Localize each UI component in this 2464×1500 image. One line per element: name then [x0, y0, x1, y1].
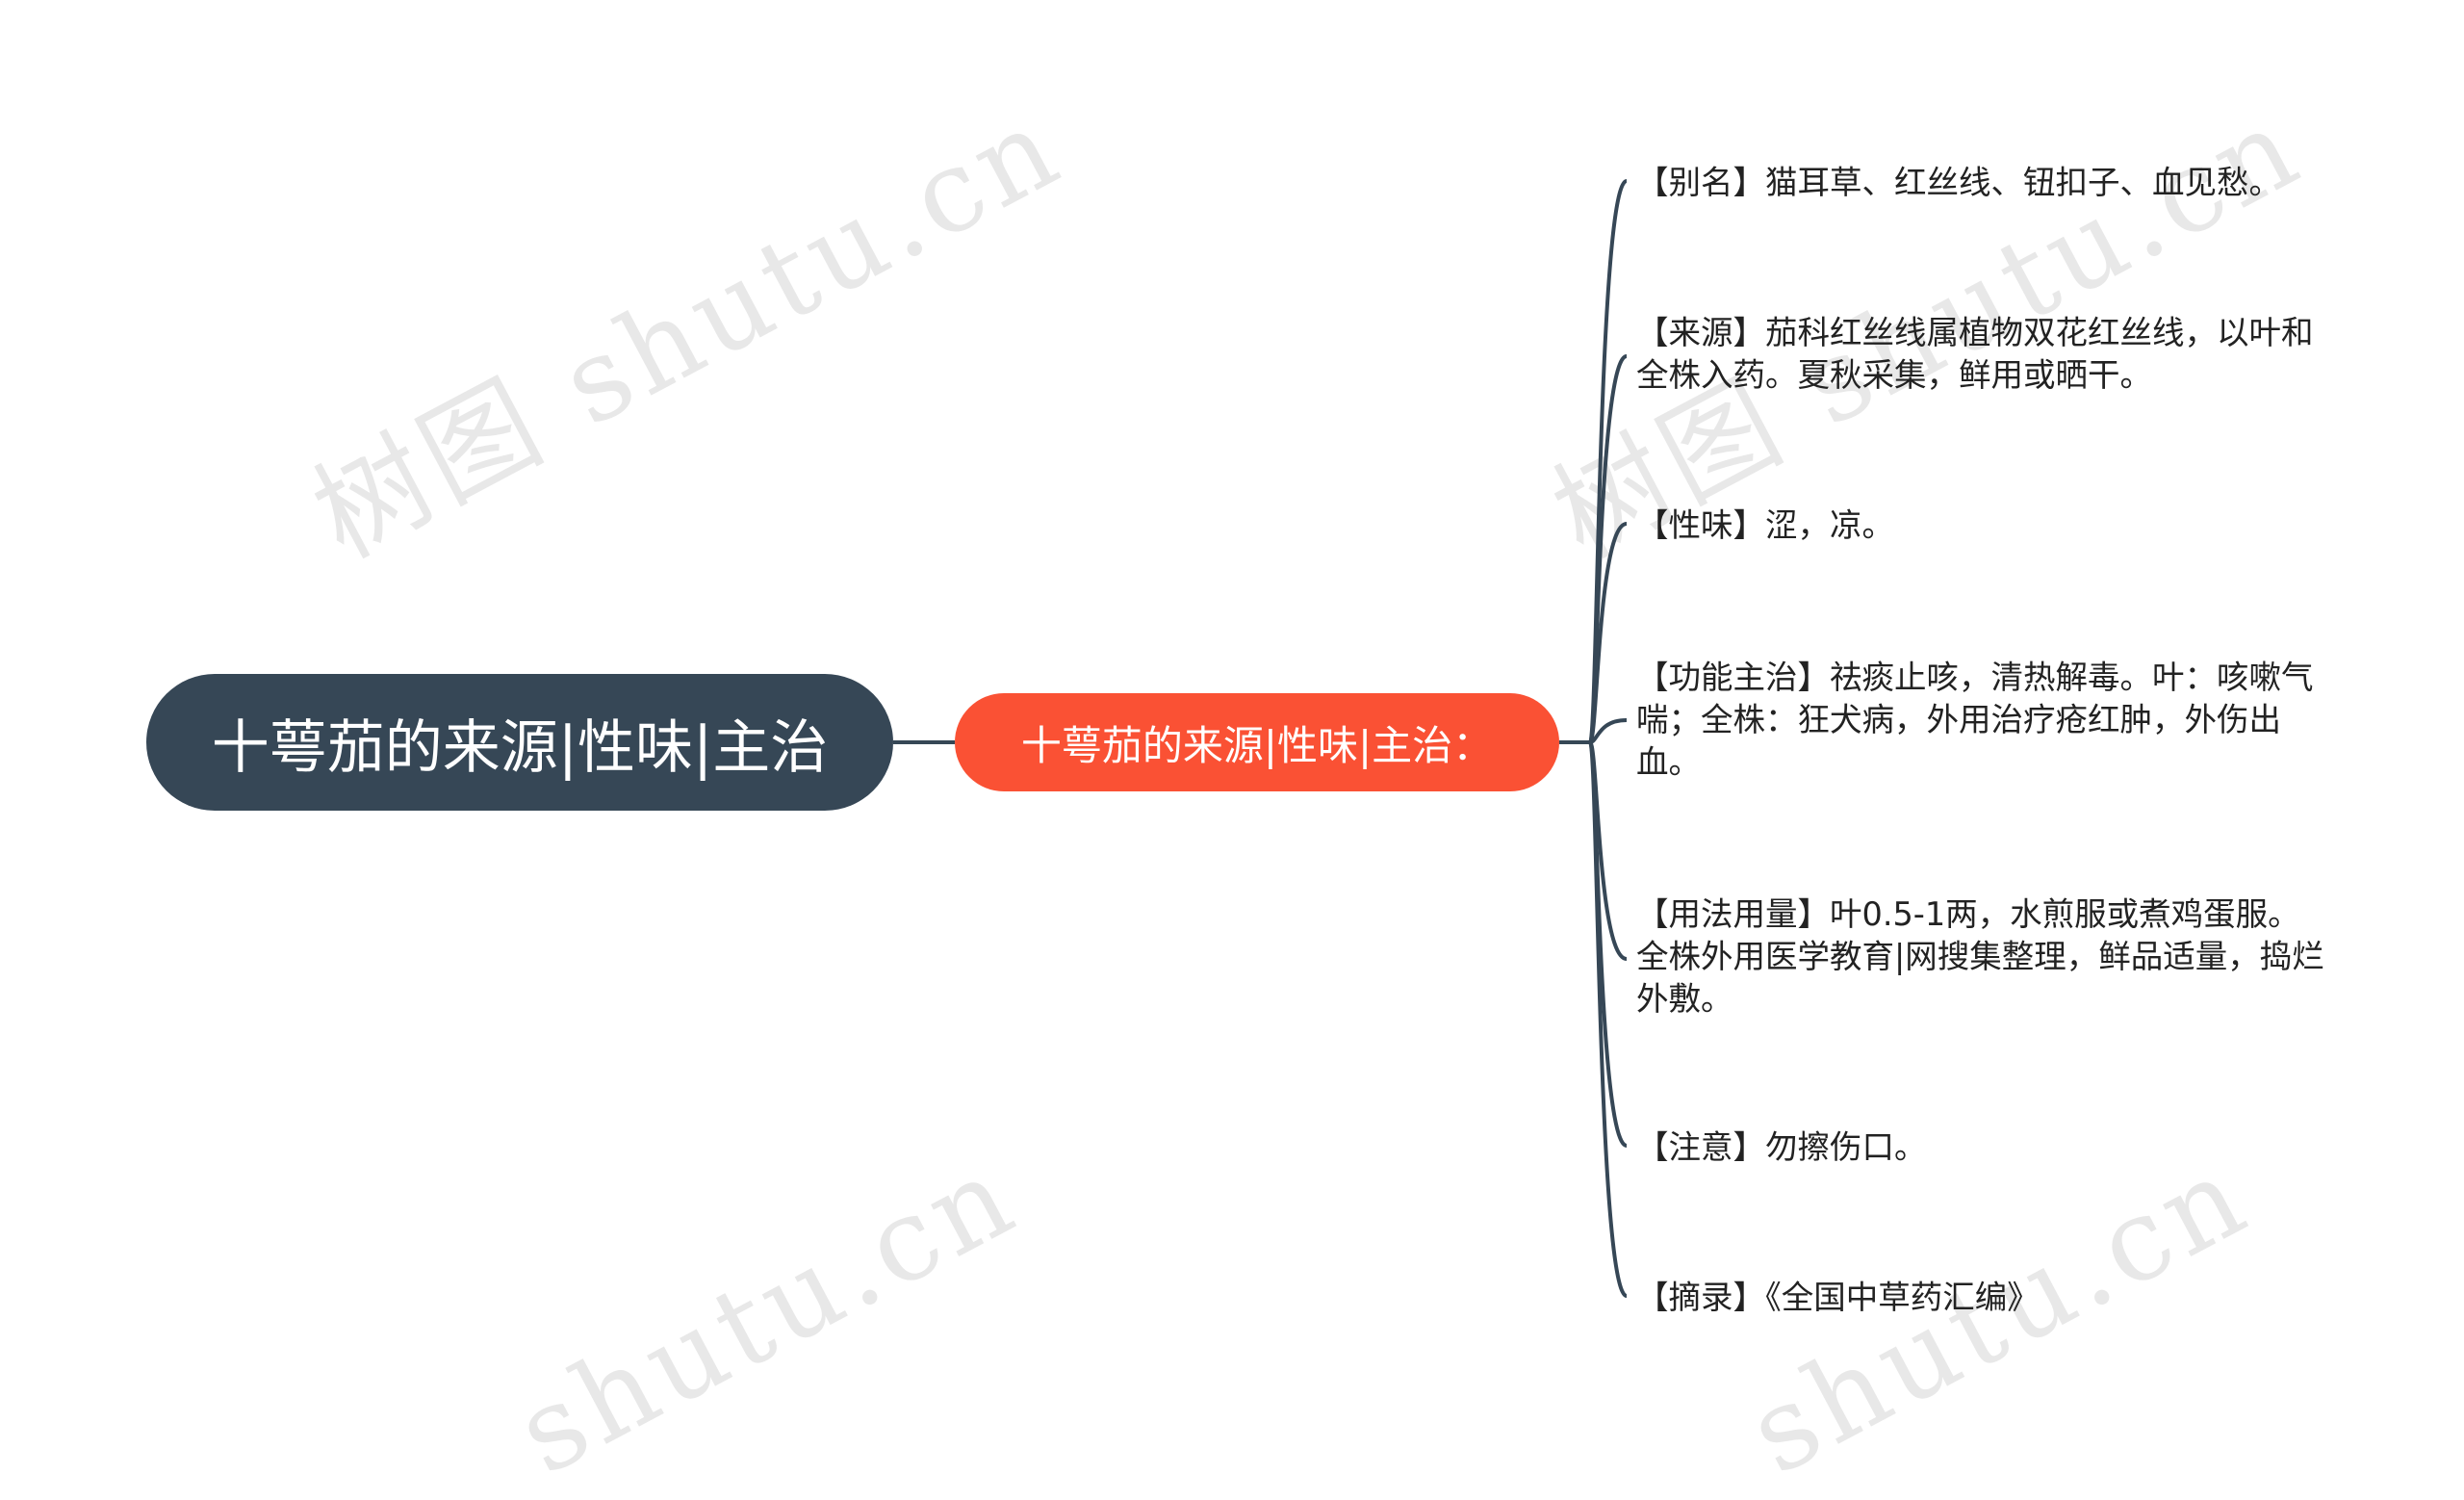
leaf-connector-2 [1588, 522, 1628, 744]
leaf-topic-source[interactable]: 【来源】茄科红丝线属植物双花红丝线，以叶和全株入药。夏秋采集，鲜用或晒干。 [1636, 314, 2314, 394]
leaf-topic-caution[interactable]: 【注意】勿擦伤口。 [1636, 1128, 1927, 1166]
root-topic-label: 十萼茄的来源|性味|主治 [211, 713, 829, 782]
branch-topic[interactable]: 十萼茄的来源|性味|主治： [955, 693, 1559, 791]
leaf-topic-usage[interactable]: 【用法用量】叶0.5-1两，水煎服或煮鸡蛋服。全株外用医学教育|网搜集整理，鲜品… [1636, 895, 2324, 1018]
leaf-connector-6 [1588, 740, 1629, 1298]
leaf-topic-alias[interactable]: 【别名】猫耳草、红丝线、钮扣子、血见愁。 [1636, 164, 2281, 201]
leaf-connectors [1588, 179, 1629, 1298]
root-topic[interactable]: 十萼茄的来源|性味|主治 [146, 674, 893, 811]
leaf-topic-function[interactable]: 【功能主治】祛痰止咳，清热解毒。叶：咳嗽气喘；全株：狂犬病，外用治疗疮红肿，外伤… [1636, 659, 2314, 781]
leaf-topic-nature[interactable]: 【性味】涩，凉。 [1636, 506, 1894, 544]
branch-topic-label: 十萼茄的来源|性味|主治： [1020, 721, 1494, 769]
leaf-topic-reference[interactable]: 【摘录】《全国中草药汇编》 [1636, 1279, 2040, 1316]
